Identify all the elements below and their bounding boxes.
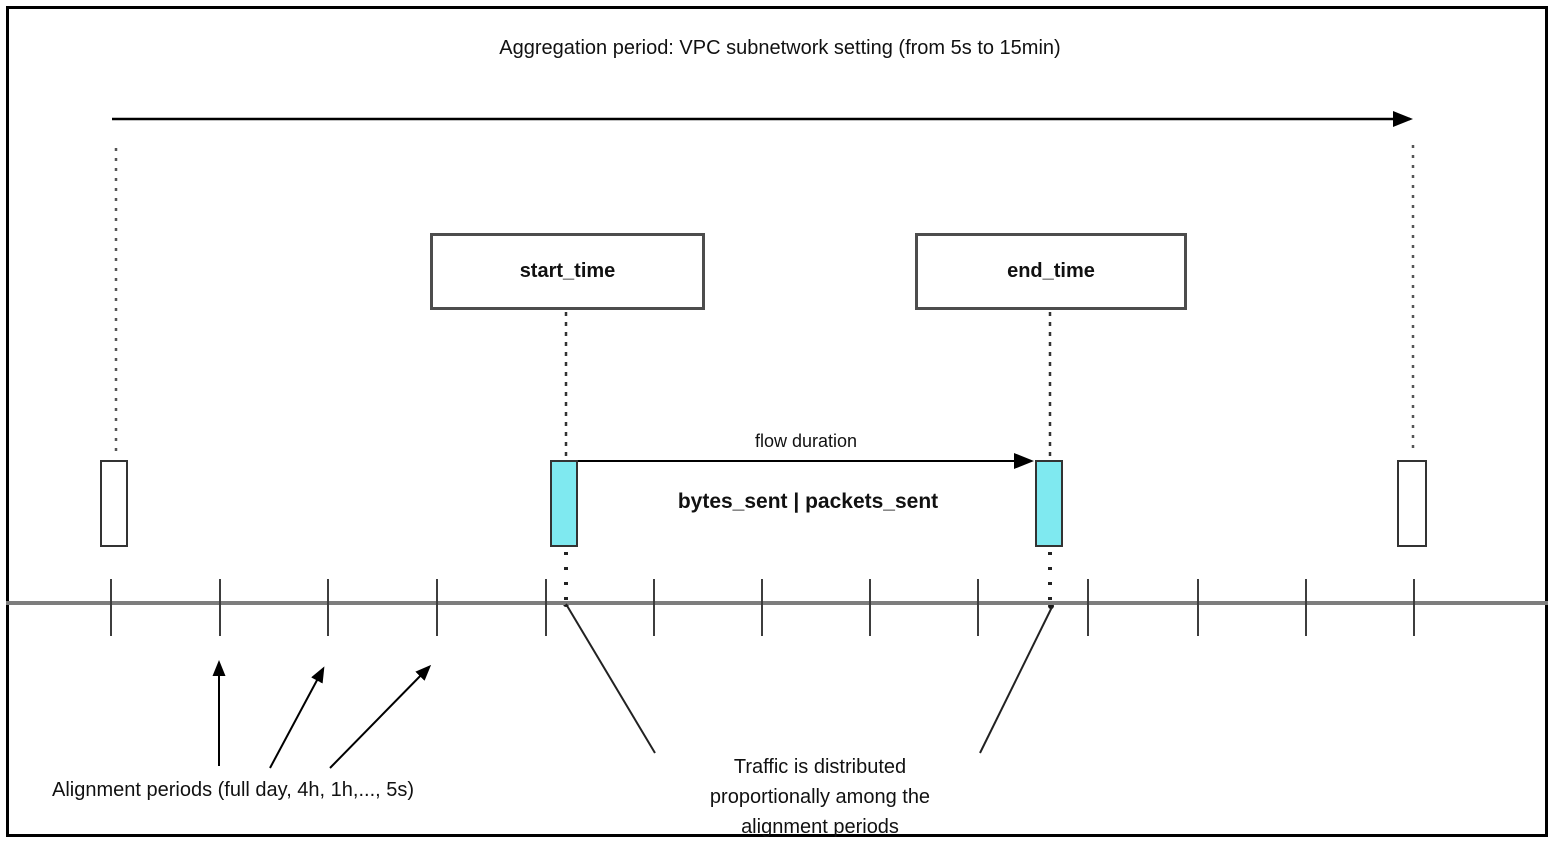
traffic-note-line-3: alignment periods: [741, 816, 899, 838]
traffic-note-line-1: Traffic is distributed: [733, 756, 907, 778]
timeline-ticks: [110, 579, 1415, 636]
flow-duration-label: flow duration: [754, 431, 858, 451]
diagram-title: Aggregation period: VPC subnetwork setti…: [499, 37, 1061, 59]
start-time-box: start_time: [430, 233, 705, 310]
right-boundary-interval-rect: [1397, 460, 1427, 547]
alignment-arrow-2: [269, 666, 325, 769]
flow-start-interval-rect: [550, 460, 578, 547]
traffic-callout-line-right: [979, 606, 1053, 754]
traffic-note-line-2: proportionally among the: [709, 786, 931, 808]
alignment-periods-label: Alignment periods (full day, 4h, 1h,...,…: [52, 779, 415, 801]
end-time-label: end_time: [1007, 260, 1095, 282]
traffic-distribution-note: Traffic is distributed proportionally am…: [670, 752, 970, 842]
start-time-label: start_time: [519, 260, 616, 282]
flow-end-interval-rect: [1035, 460, 1063, 547]
alignment-arrow-3: [329, 664, 432, 769]
end-time-box: end_time: [915, 233, 1187, 310]
traffic-callout-line-left: [565, 603, 656, 754]
page-border: [6, 6, 1548, 837]
flow-metrics-label: bytes_sent | packets_sent: [677, 490, 939, 513]
left-boundary-interval-rect: [100, 460, 128, 547]
